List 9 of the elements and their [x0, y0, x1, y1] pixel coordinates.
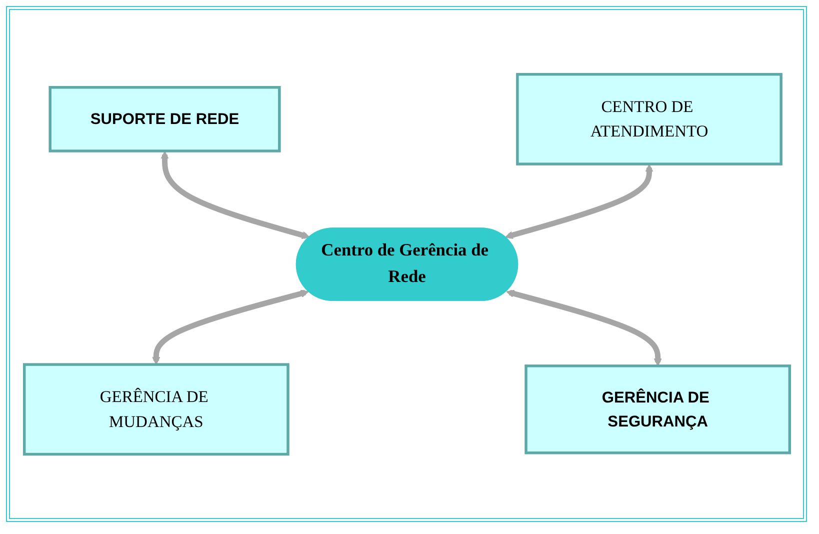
arrow	[506, 289, 662, 366]
node-box	[516, 72, 782, 166]
node-box	[22, 362, 289, 456]
arrow	[160, 150, 310, 239]
page-frame: SUPORTE DE REDE CENTRO DE ATENDIMENTO Centro de Gerência de Rede GERÊNCIA DE MUDANÇAS GERÊNCIA DE SEGURANÇA	[6, 6, 807, 522]
node-box	[524, 364, 791, 454]
node-box	[48, 86, 280, 152]
arrow	[504, 164, 653, 239]
arrow	[152, 289, 308, 365]
